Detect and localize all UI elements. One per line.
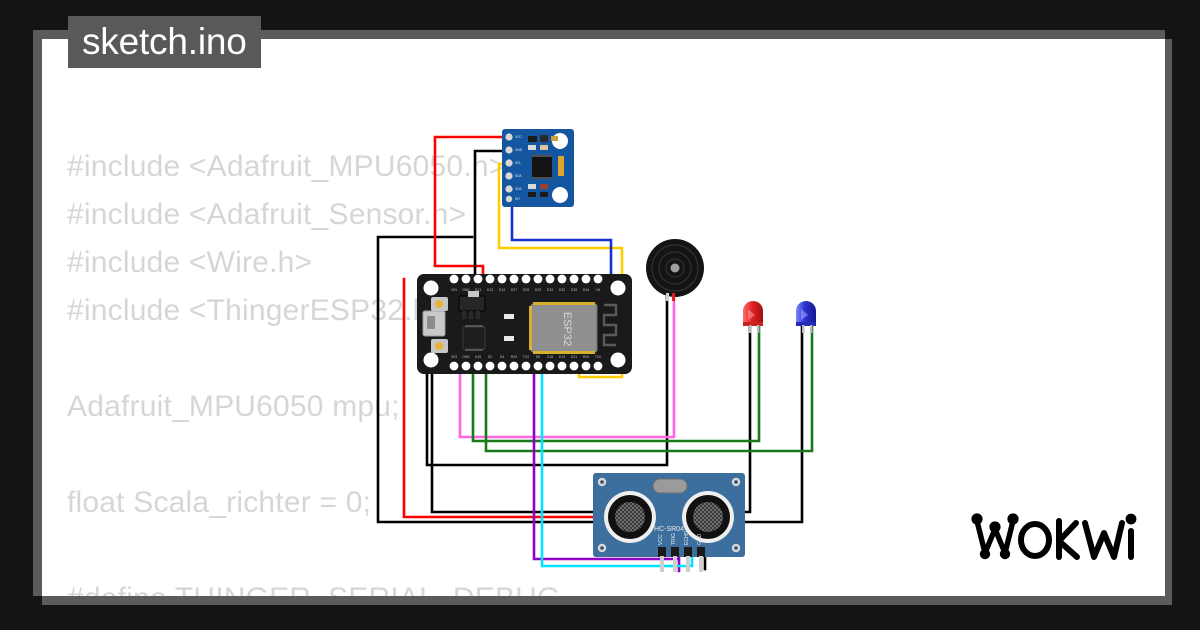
wire-gnd-mpu <box>473 149 507 279</box>
esp32-pin-labels-bottom: 3V3 GND D15 D2 D4 RX2 TX2 D5 D18 D19 D21 RX0 T… <box>451 355 601 359</box>
part-mpu6050[interactable]: VCC GND SCL SDA XDA INT <box>502 129 574 207</box>
part-esp32-devkit[interactable]: VIN GND D13 D12 D14 D27 D26 D25 D33 D32 D35 D3… <box>417 274 632 374</box>
svg-text:GND: GND <box>462 288 470 292</box>
svg-text:D34: D34 <box>583 288 589 292</box>
wokwi-logo-mark <box>971 513 1137 560</box>
mpu6050-pins <box>505 133 513 203</box>
circuit-diagram[interactable]: VIN GND D13 D12 D14 D27 D26 D25 D33 D32 D35 D3… <box>42 39 1165 596</box>
svg-text:XDA: XDA <box>515 187 522 191</box>
hcsr04-transducer-left <box>604 491 656 543</box>
wire-gnd-main <box>376 235 804 524</box>
svg-text:RX2: RX2 <box>511 355 518 359</box>
part-led-red[interactable] <box>743 301 763 333</box>
svg-text:INT: INT <box>515 197 520 201</box>
svg-text:D2: D2 <box>488 355 492 359</box>
svg-text:TRIG: TRIG <box>671 533 677 545</box>
svg-text:D12: D12 <box>487 288 493 292</box>
sketch-file-tab[interactable]: sketch.ino <box>68 16 261 68</box>
svg-text:SDA: SDA <box>515 174 522 178</box>
part-buzzer[interactable] <box>646 239 704 301</box>
wire-buzzer-signal <box>458 295 676 439</box>
esp32-module-pads <box>529 302 595 354</box>
svg-text:ECHO: ECHO <box>684 530 690 545</box>
wire-vcc-mpu <box>433 135 507 279</box>
hcsr04-silkscreen-label: HC-SR04 <box>654 526 684 533</box>
mpu6050-pin-labels: VCC GND SCL SDA XDA INT <box>515 135 523 201</box>
svg-text:D32: D32 <box>559 288 565 292</box>
esp32-header-bottom <box>449 361 603 371</box>
svg-text:D27: D27 <box>511 288 517 292</box>
svg-text:D4: D4 <box>500 355 504 359</box>
svg-text:D33: D33 <box>547 288 553 292</box>
svg-text:D35: D35 <box>571 288 577 292</box>
svg-text:D15: D15 <box>475 355 481 359</box>
hcsr04-transducer-right <box>682 491 734 543</box>
svg-text:VCC: VCC <box>515 135 522 139</box>
wire-scl <box>497 162 624 379</box>
wokwi-logo-nodes <box>971 513 1019 560</box>
part-hcsr04[interactable]: HC-SR04 VCC TRIG ECHO GND <box>593 473 745 572</box>
svg-text:D21: D21 <box>571 355 577 359</box>
svg-text:D5: D5 <box>536 355 540 359</box>
hcsr04-pin-labels: VCC TRIG ECHO GND <box>658 530 703 545</box>
svg-text:D18: D18 <box>547 355 553 359</box>
wokwi-logo <box>969 507 1141 574</box>
wokwi-canvas[interactable]: #include <Adafruit_MPU6050.h>#include <A… <box>42 39 1165 596</box>
wire-bundle <box>376 135 814 573</box>
svg-text:VIN: VIN <box>451 288 457 292</box>
wire-gnd-buzzer <box>425 295 669 467</box>
hcsr04-header <box>658 547 705 557</box>
svg-text:VCC: VCC <box>658 534 664 545</box>
svg-text:3V3: 3V3 <box>451 355 457 359</box>
svg-text:D25: D25 <box>535 288 541 292</box>
wire-echo <box>540 364 694 568</box>
svg-text:D14: D14 <box>499 288 505 292</box>
svg-text:TX0: TX0 <box>595 355 601 359</box>
wire-led-red-anode <box>471 322 761 443</box>
wire-gnd-led-red <box>430 318 752 514</box>
wire-trig <box>532 364 681 573</box>
part-led-blue[interactable] <box>796 301 816 333</box>
svg-text:RX0: RX0 <box>583 355 590 359</box>
svg-text:SCL: SCL <box>515 161 521 165</box>
esp32-header-top <box>449 274 603 284</box>
esp32-module-label: ESP32 <box>561 312 573 346</box>
svg-text:VN: VN <box>596 288 601 292</box>
esp32-pin-labels-top: VIN GND D13 D12 D14 D27 D26 D25 D33 D32 D35 D3… <box>451 288 601 292</box>
svg-text:D13: D13 <box>475 288 481 292</box>
wokwi-logo-i-dot <box>1125 513 1137 525</box>
svg-text:GND: GND <box>462 355 470 359</box>
wire-led-blue-anode <box>484 322 814 453</box>
esp32-pcb-antenna <box>602 303 618 347</box>
svg-text:D26: D26 <box>523 288 529 292</box>
svg-text:GND: GND <box>515 148 523 152</box>
svg-text:TX2: TX2 <box>523 355 529 359</box>
svg-text:GND: GND <box>697 534 703 546</box>
svg-text:D19: D19 <box>559 355 565 359</box>
